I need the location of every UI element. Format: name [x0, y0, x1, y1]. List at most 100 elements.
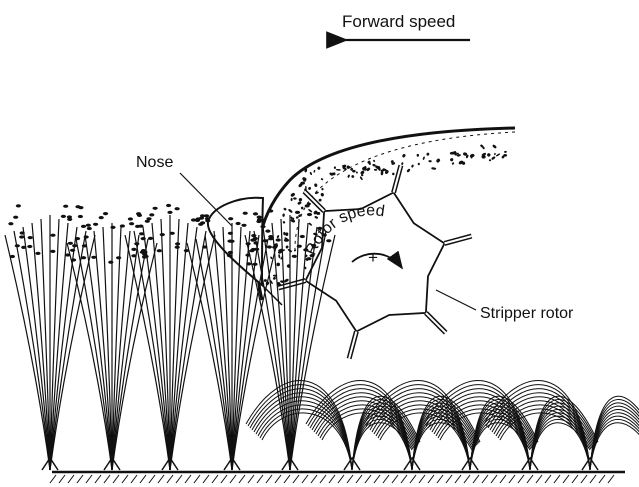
ground-hatch	[437, 475, 443, 483]
grain-speck	[285, 245, 288, 249]
grain-speck	[491, 156, 496, 161]
grain-head	[28, 236, 33, 239]
grain-head	[263, 239, 268, 242]
grain-head	[138, 225, 143, 228]
grain-head	[131, 248, 136, 251]
grain-head	[137, 214, 142, 217]
grain-speck	[374, 169, 377, 171]
grain-speck	[402, 153, 407, 158]
grain-head	[82, 244, 87, 247]
hood-inner	[295, 132, 515, 262]
grain-head	[103, 212, 108, 215]
ground-hatch	[338, 475, 344, 483]
ground-hatch	[50, 475, 56, 483]
stalk	[152, 223, 170, 470]
grain-head	[284, 239, 289, 242]
grain-head	[129, 222, 134, 225]
stripper-rotor-leader-line	[436, 290, 476, 310]
grain-speck	[318, 199, 321, 202]
grain-speck	[494, 153, 496, 156]
ground-hatch	[491, 475, 497, 483]
grain-head	[229, 240, 234, 243]
grain-head	[120, 224, 125, 227]
grain-speck	[373, 159, 376, 162]
grain-speck	[290, 192, 296, 197]
grain-head	[265, 230, 270, 233]
grain-head	[81, 225, 86, 228]
hood	[257, 128, 515, 300]
grain-head	[75, 237, 80, 240]
grain-head	[175, 246, 180, 249]
grain-head	[228, 251, 233, 254]
ground-hatch	[257, 475, 263, 483]
ground-hatch	[212, 475, 218, 483]
grain-head	[27, 245, 32, 248]
grain-speck	[320, 178, 323, 181]
grain-head	[306, 257, 311, 260]
grain-head	[78, 215, 83, 218]
ground-hatch	[77, 475, 83, 483]
ground-hatch	[374, 475, 380, 483]
grain-head	[243, 212, 248, 215]
grain-speck	[320, 193, 324, 197]
bent-stalk	[260, 409, 352, 470]
grain-speck	[285, 232, 288, 236]
grain-head	[204, 214, 209, 217]
ground-hatch	[509, 475, 515, 483]
ground-hatch	[311, 475, 317, 483]
nose-shape	[208, 198, 263, 285]
grain-head	[153, 207, 158, 210]
grain-head	[50, 234, 55, 237]
grain-speck	[504, 151, 507, 153]
grain-head	[149, 213, 154, 216]
forward-speed-label: Forward speed	[342, 12, 455, 31]
grain-speck	[308, 222, 312, 226]
grain-speck	[428, 160, 432, 163]
grain-head	[19, 235, 24, 238]
nose-label: Nose	[136, 154, 173, 171]
grain-head	[228, 232, 233, 235]
grain-speckles	[264, 144, 508, 287]
grain-speck	[356, 171, 358, 173]
grain-speck	[314, 183, 318, 187]
ground-hatch	[500, 475, 506, 483]
ground-hatch	[419, 475, 425, 483]
ground-hatch	[536, 475, 542, 483]
grain-head	[86, 224, 91, 227]
grain-head	[311, 244, 316, 247]
grain-head	[99, 216, 104, 219]
ground-hatch	[293, 475, 299, 483]
grain-speck	[418, 163, 420, 166]
grain-speck	[411, 164, 414, 168]
grain-speck	[309, 172, 312, 176]
grain-head	[35, 252, 40, 255]
grain-speck	[276, 263, 280, 267]
grain-head	[21, 246, 26, 249]
grain-speck	[359, 176, 363, 181]
grain-speck	[417, 154, 419, 157]
grain-head	[227, 254, 232, 257]
grain-head	[131, 254, 136, 257]
grain-speck	[308, 209, 313, 213]
ground-hatch	[527, 475, 533, 483]
ground-hatch	[104, 475, 110, 483]
standing-plant	[5, 204, 95, 470]
grain-head	[110, 226, 115, 229]
grain-head	[166, 204, 171, 207]
ground-hatch	[131, 475, 137, 483]
grain-speck	[293, 197, 297, 199]
ground-hatch	[554, 475, 560, 483]
grain-head	[70, 249, 75, 252]
grain-speck	[451, 162, 454, 165]
grain-head	[321, 233, 326, 236]
grain-speck	[489, 159, 492, 161]
ground-hatch	[383, 475, 389, 483]
ground-hatch	[599, 475, 605, 483]
grain-head	[13, 216, 18, 219]
grain-head	[67, 215, 72, 218]
grain-speck	[469, 153, 475, 158]
ground-hatch	[464, 475, 470, 483]
grain-speck	[351, 175, 354, 178]
ground-hatch	[140, 475, 146, 483]
